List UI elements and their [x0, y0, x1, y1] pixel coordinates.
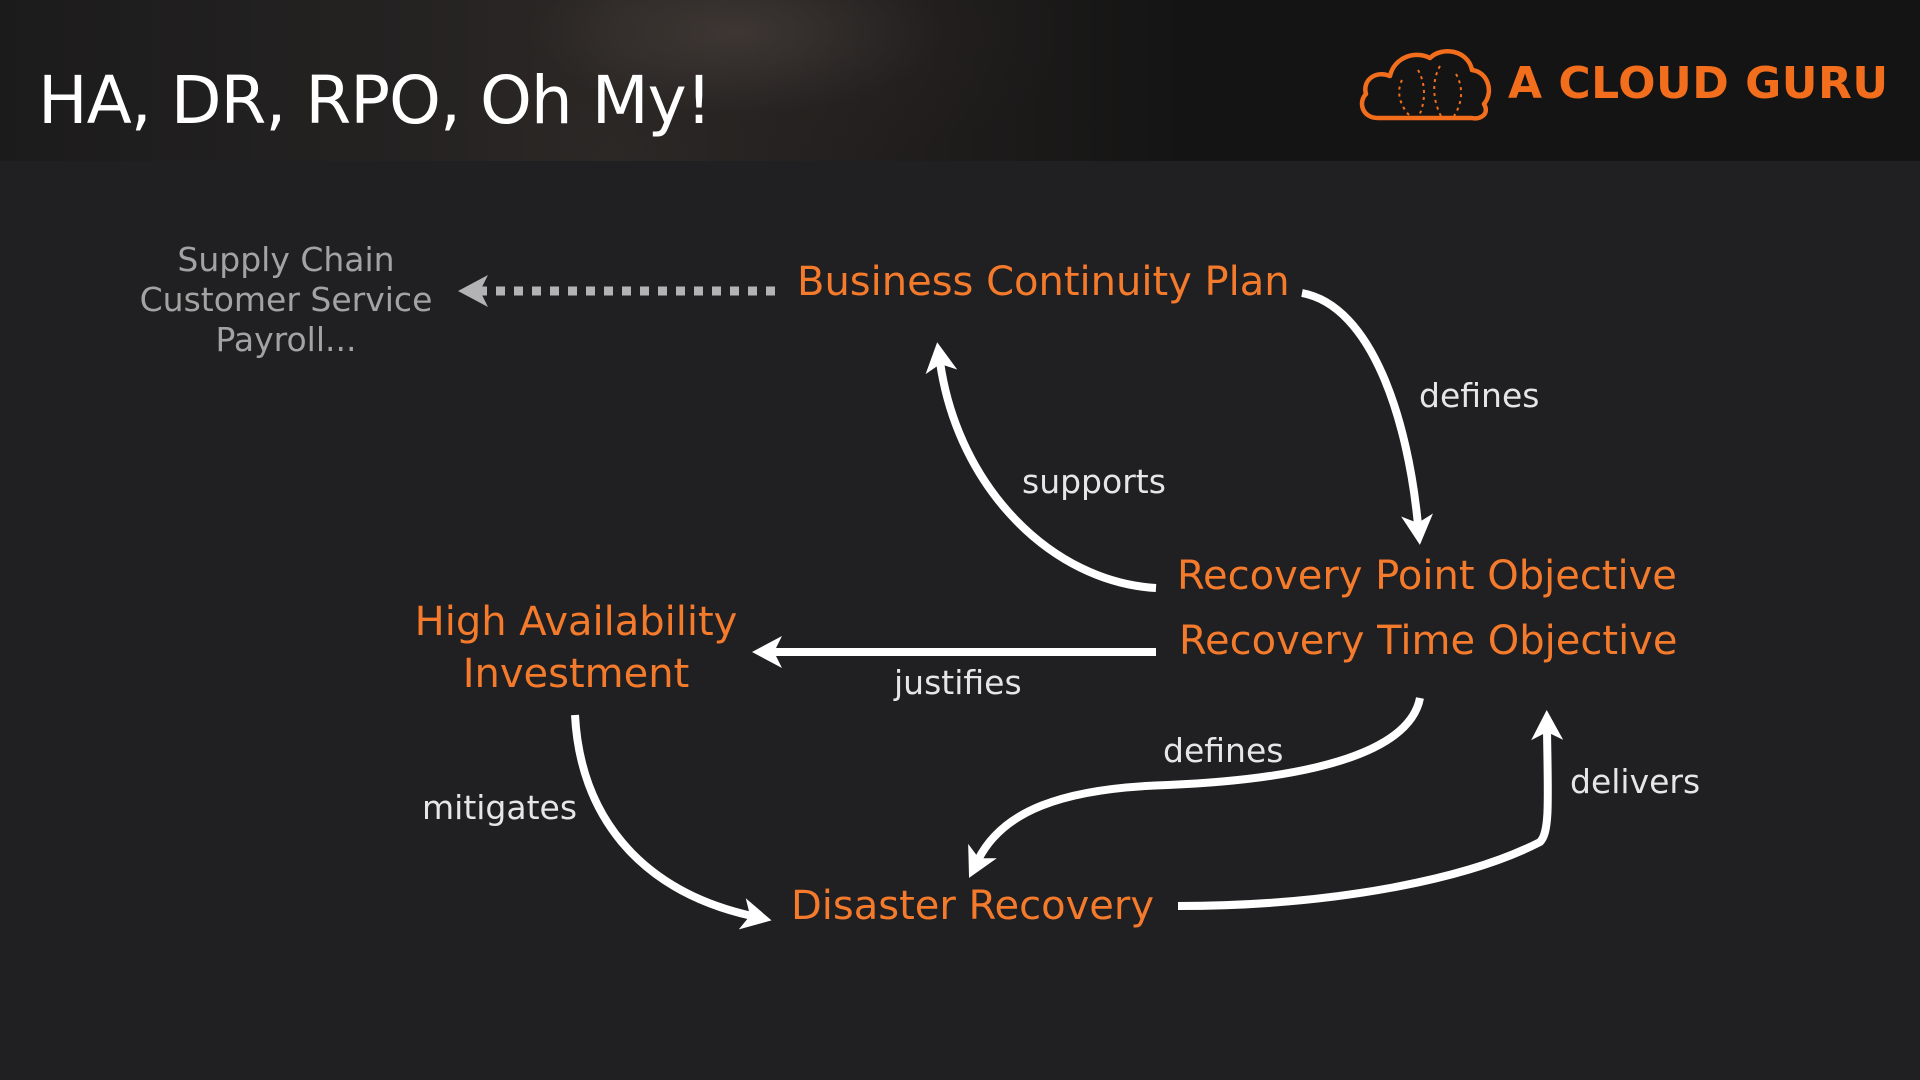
page-title: HA, DR, RPO, Oh My!: [38, 62, 712, 139]
node-high-availability-investment: High Availability Investment: [396, 596, 756, 700]
arrow-dr-delivers-objectives: [1177, 710, 1564, 910]
node-disaster-recovery: Disaster Recovery: [791, 883, 1155, 929]
arrow-objectives-support-bcp: [925, 342, 1157, 592]
impacted-functions-list: Supply Chain Customer Service Payroll...: [136, 240, 436, 360]
impacted-function-item: Customer Service: [139, 280, 433, 319]
brand-name: A CLOUD GURU: [1508, 57, 1889, 109]
edge-label-bcp-defines: defines: [1419, 376, 1540, 415]
header-bar: [0, 0, 1920, 161]
edge-label-objectives-define: defines: [1163, 731, 1284, 770]
impacted-function-item: Payroll...: [215, 320, 357, 359]
edge-label-supports: supports: [1022, 462, 1166, 501]
presenter-video-background: [520, 0, 1060, 161]
arrow-objectives-define-dr: [968, 696, 1424, 878]
impacted-function-item: Supply Chain: [177, 240, 395, 279]
node-business-continuity-plan: Business Continuity Plan: [797, 259, 1290, 305]
arrow-bcp-defines-objectives: [1301, 289, 1433, 545]
node-ha-line1: High Availability: [414, 599, 738, 645]
node-recovery-time-objective: Recovery Time Objective: [1179, 618, 1678, 664]
edge-label-mitigates: mitigates: [422, 788, 578, 827]
cloud-logo-icon: [1359, 49, 1492, 121]
edge-label-justifies: justifies: [894, 663, 1022, 702]
node-ha-line2: Investment: [462, 651, 690, 697]
edge-label-delivers: delivers: [1570, 762, 1701, 801]
node-recovery-point-objective: Recovery Point Objective: [1177, 553, 1677, 599]
arrow-ha-mitigates-dr: [571, 714, 772, 930]
brand: A CLOUD GURU: [1356, 40, 1889, 126]
